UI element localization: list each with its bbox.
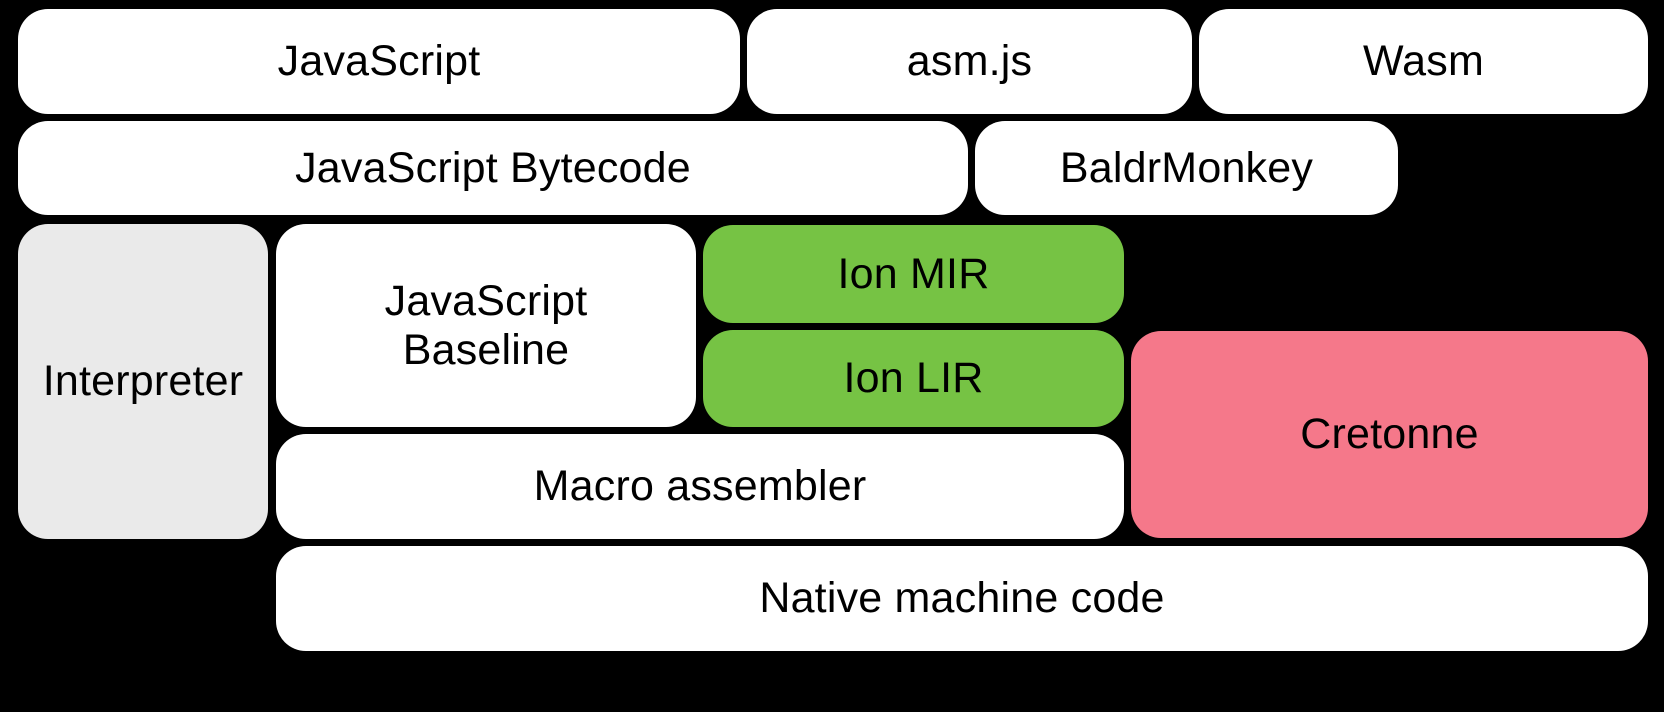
node-baldrmonkey: BaldrMonkey [975,121,1398,215]
node-native-machine-code: Native machine code [276,546,1648,651]
node-asm-js: asm.js [747,9,1192,114]
node-javascript-bytecode: JavaScript Bytecode [18,121,968,215]
node-javascript-baseline: JavaScript Baseline [276,224,696,427]
node-cretonne: Cretonne [1131,331,1648,538]
node-wasm: Wasm [1199,9,1648,114]
node-interpreter: Interpreter [18,224,268,539]
node-ion-lir: Ion LIR [703,330,1124,427]
node-ion-mir: Ion MIR [703,225,1124,323]
node-macro-assembler: Macro assembler [276,434,1124,539]
node-javascript: JavaScript [18,9,740,114]
